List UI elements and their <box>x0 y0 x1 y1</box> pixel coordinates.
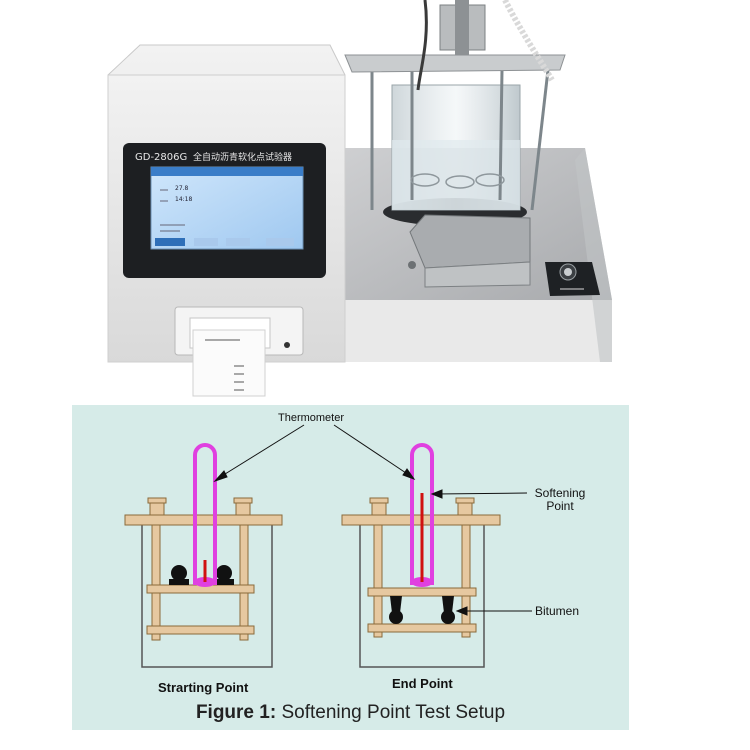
control-knob[interactable] <box>545 262 600 296</box>
bottom-plate-left <box>146 625 255 635</box>
steel-ball-left-2 <box>216 565 232 581</box>
beaker-outline-right <box>359 523 485 668</box>
caption-text: Softening Point Test Setup <box>276 702 506 723</box>
ring-plate-right <box>367 587 477 597</box>
steel-ball-left-1 <box>171 565 187 581</box>
bitumen-label: Bitumen <box>535 604 580 618</box>
knob-icon[interactable] <box>564 268 572 276</box>
bitumen-drop-right-1 <box>390 596 402 613</box>
starting-point-apparatus <box>124 443 283 668</box>
screen-value-2: 14:18 <box>175 196 192 203</box>
caption-prefix: Figure 1: <box>195 702 277 723</box>
softening-point-label: Softening Point <box>534 486 586 513</box>
screen-value-1: 27.8 <box>175 185 189 192</box>
softening-point-diagram-panel: Thermometer Softening Point Bitumen Stra… <box>72 405 629 730</box>
instrument-photo: GD-2806G 全自动沥青软化点试验器 27.8 14:18 <box>107 0 612 397</box>
screen-button-3[interactable] <box>226 238 250 246</box>
model-label: GD-2806G <box>135 152 187 163</box>
beaker-outline-left <box>141 515 273 668</box>
screen-button-1[interactable] <box>155 238 185 246</box>
diagram-svg <box>124 424 532 668</box>
bitumen-drop-right-2 <box>442 596 454 613</box>
screen-button-4[interactable] <box>266 238 294 246</box>
heater-box <box>408 214 531 288</box>
beaker-assembly <box>344 0 566 226</box>
printer <box>174 306 304 397</box>
printer-button-icon[interactable] <box>284 342 290 348</box>
thermometer-label: Thermometer <box>278 412 345 424</box>
chinese-name: 全自动沥青软化点试验器 <box>193 151 292 163</box>
thermometer-left <box>193 443 217 585</box>
end-point-label: End Point <box>392 676 453 691</box>
starting-point-label: Strarting Point <box>158 680 249 695</box>
touch-screen[interactable]: 27.8 14:18 <box>150 166 304 250</box>
paper-strip <box>192 329 266 397</box>
leader-lines <box>213 424 532 616</box>
screen-button-2[interactable] <box>194 238 218 246</box>
figure-caption: Figure 1: Softening Point Test Setup <box>72 702 629 724</box>
end-point-apparatus <box>341 443 501 668</box>
top-plate-left <box>124 514 283 526</box>
thermometer-right <box>410 443 434 585</box>
bottom-plate-right <box>367 623 477 633</box>
